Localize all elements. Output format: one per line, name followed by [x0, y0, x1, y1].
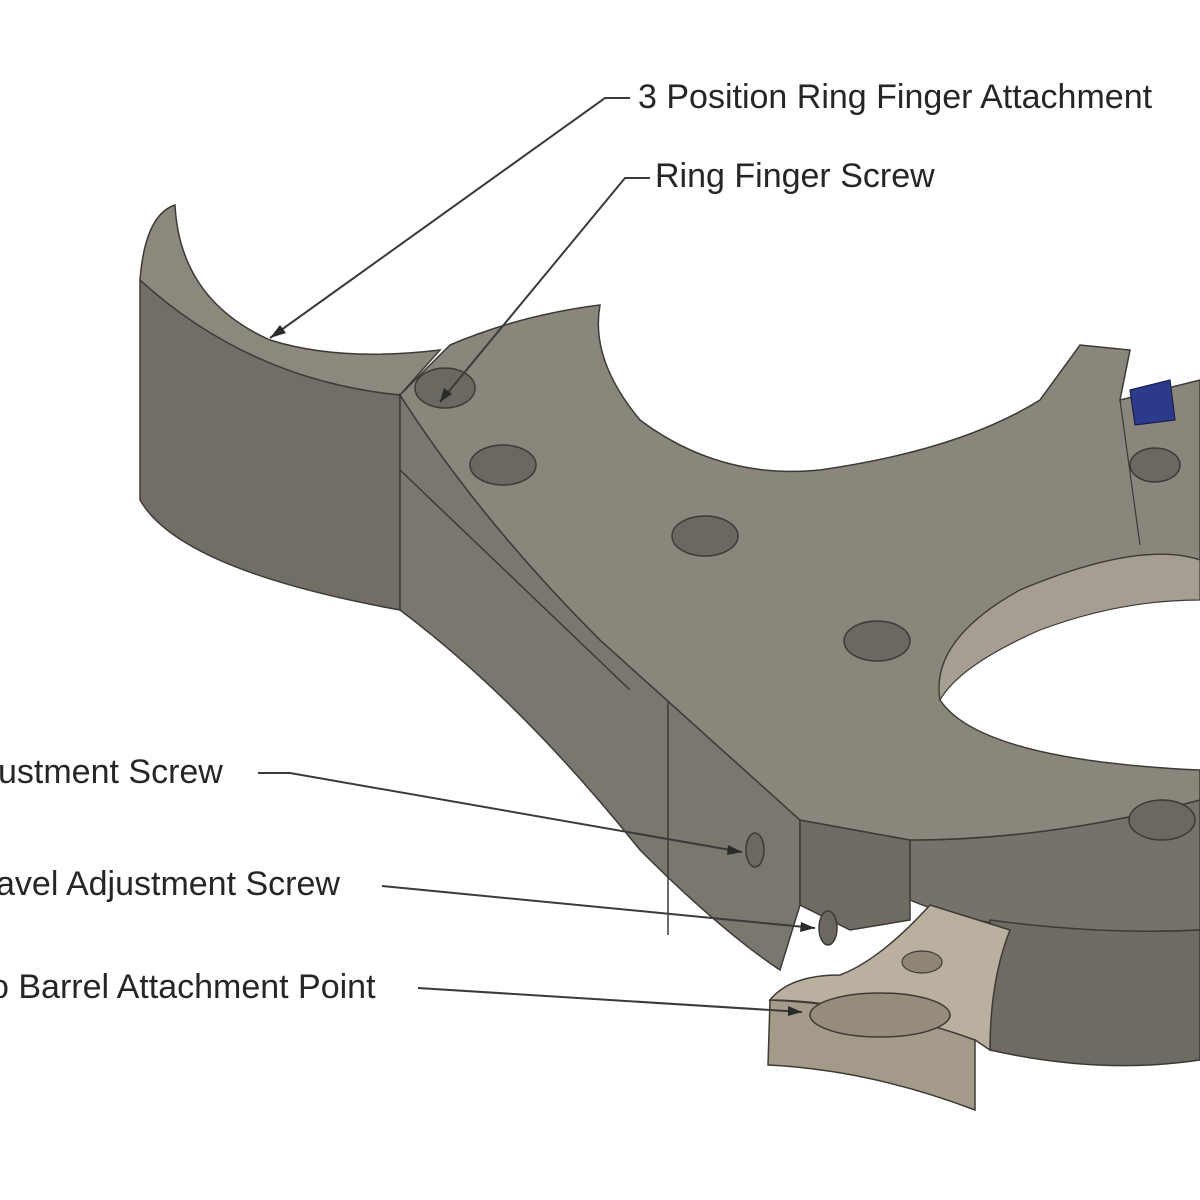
adjustment-screw-hole — [745, 832, 765, 868]
blue-component — [1129, 379, 1176, 426]
arrowhead — [270, 325, 286, 338]
ring-finger-screw-hole — [414, 367, 476, 409]
leader-ring-finger-attachment — [269, 97, 630, 339]
plate-hole — [1129, 447, 1181, 483]
plate-hole — [1128, 799, 1196, 841]
callout-ring-finger-attachment: 3 Position Ring Finger Attachment — [638, 78, 1153, 116]
arrowhead — [727, 845, 742, 855]
left-wall-top — [139, 203, 442, 396]
right-ring-lower — [989, 919, 1200, 1067]
tab-hole — [901, 950, 943, 974]
callout-ring-finger-screw: Ring Finger Screw — [655, 157, 935, 195]
leader-barrel-attachment — [417, 987, 803, 1013]
leader-travel-adjustment-screw — [381, 885, 816, 929]
plate-hole — [469, 444, 537, 486]
barrel-slot — [809, 992, 951, 1038]
leader-ring-finger-screw — [439, 177, 650, 403]
left-wall-front — [139, 278, 401, 611]
callout-adjustment-screw: ustment Screw — [0, 753, 223, 791]
callout-barrel-attachment-point: o Barrel Attachment Point — [0, 968, 376, 1006]
callout-travel-adjustment-screw: avel Adjustment Screw — [0, 865, 340, 903]
arrowhead — [440, 388, 452, 402]
travel-adjustment-screw-hole — [818, 910, 838, 946]
leader-adjustment-screw — [258, 772, 743, 853]
arrowhead — [788, 1006, 802, 1016]
plate-hole — [843, 620, 911, 662]
plate-hole — [671, 515, 739, 557]
arrowhead — [800, 922, 815, 932]
